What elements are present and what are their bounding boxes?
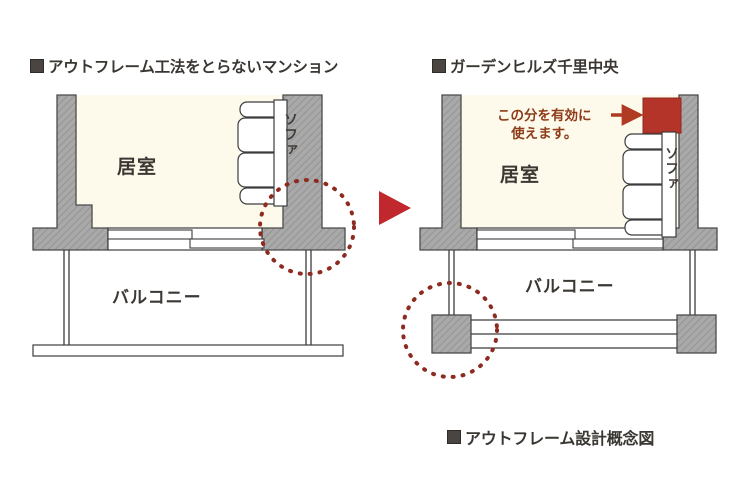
left-callout-circle [258, 178, 356, 276]
panel-title-right: ガーデンヒルズ千里中央 [432, 55, 619, 77]
panel-title-left: アウトフレーム工法をとらないマンション [30, 55, 338, 77]
bullet-square-icon [432, 59, 446, 73]
left-interior-column [261, 94, 346, 251]
figure-caption: アウトフレーム設計概念図 [447, 425, 654, 449]
gained-space-block [642, 97, 682, 134]
bullet-square-icon [30, 59, 44, 73]
gained-space-annotation-line1: この分を有効に [497, 108, 592, 123]
bullet-square-icon [447, 430, 461, 444]
left-sofa [237, 99, 288, 207]
right-sliding-door-leaf-outer [476, 229, 576, 240]
left-sliding-door-leaf-outer [107, 229, 193, 240]
triangle-right-icon [379, 191, 411, 225]
outframe-column-right [676, 314, 717, 354]
left-balcony-railing [32, 344, 344, 357]
right-sofa-label: ソファ [664, 146, 680, 191]
right-sliding-door-leaf-inner [572, 238, 664, 249]
left-room-label: 居室 [117, 157, 158, 178]
right-callout-circle [401, 281, 499, 379]
right-sofa [622, 131, 677, 238]
left-balcony-label: バルコニー [112, 288, 202, 307]
panel-title-left-text: アウトフレーム工法をとらないマンション [48, 59, 339, 76]
left-sofa-label: ソファ [283, 112, 299, 157]
right-panel-drawing [401, 94, 718, 379]
outframe-column-left [431, 314, 472, 354]
right-sofa-side-armrest [661, 131, 677, 238]
panel-title-right-text: ガーデンヒルズ千里中央 [450, 59, 619, 76]
left-panel-drawing [32, 94, 356, 357]
right-balcony-label: バルコニー [525, 277, 615, 296]
figure-caption-text: アウトフレーム設計概念図 [465, 431, 655, 448]
left-sofa-side-armrest [273, 99, 288, 207]
gained-space-annotation: この分を有効に 使えます。 [497, 107, 592, 143]
gained-space-annotation-line2: 使えます。 [511, 126, 578, 142]
right-room-label: 居室 [500, 165, 541, 186]
left-sliding-door-leaf-inner [189, 238, 265, 249]
